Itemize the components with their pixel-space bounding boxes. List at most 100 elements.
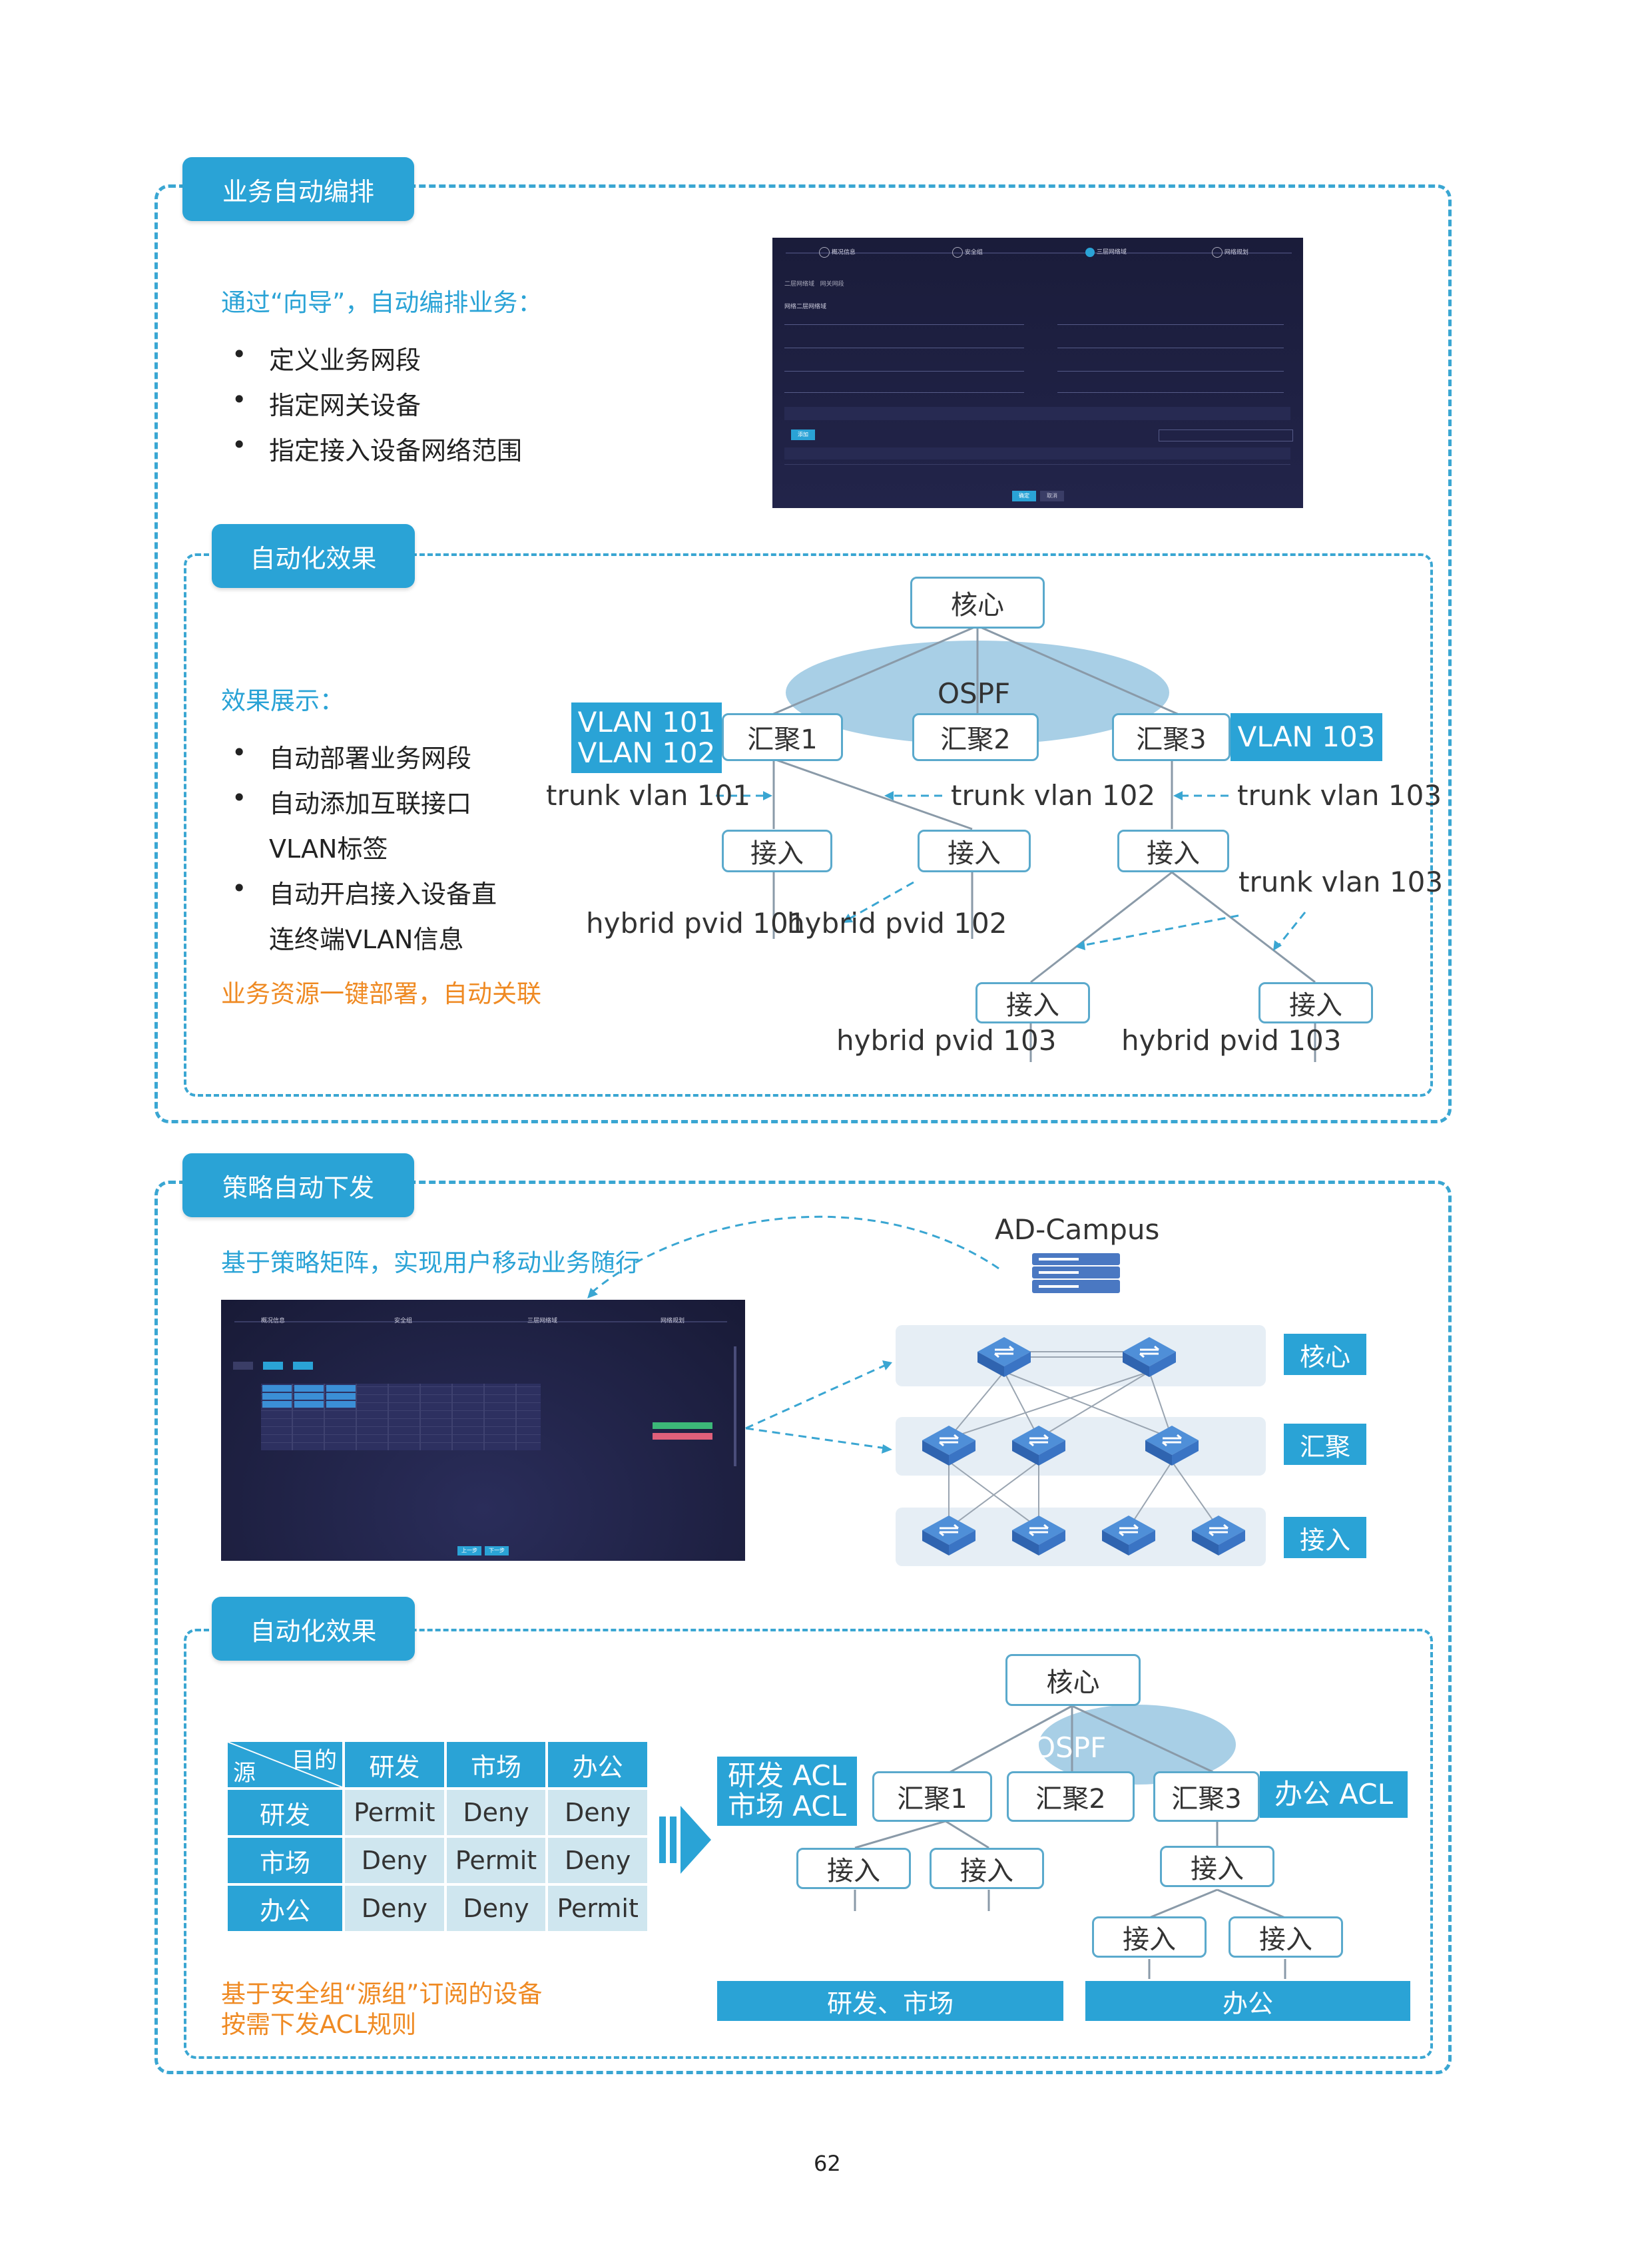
access-node-2d: 接入 xyxy=(1092,1916,1207,1958)
section2-frame xyxy=(154,1181,1452,2074)
step-4: 网络规划 xyxy=(1212,247,1248,258)
hybrid-101: hybrid pvid 101 xyxy=(586,907,806,940)
section2-intro: 基于策略矩阵，实现用户移动业务随行 xyxy=(221,1249,640,1277)
col-header: 办公 xyxy=(545,1739,650,1790)
acl-left-box: 研发 ACL 市场 ACL xyxy=(717,1757,857,1826)
note-line-1: 基于安全组“源组”订阅的设备 xyxy=(221,1980,543,2008)
screen-tab[interactable]: 二层网络域 网关网段 xyxy=(784,281,844,288)
policy-screenshot: 概况信息 安全组 三层网络域 网络规划 上一步 下一步 xyxy=(221,1300,745,1561)
access-node-4: 接入 xyxy=(975,982,1090,1023)
access-node-5: 接入 xyxy=(1258,982,1373,1023)
access-node-2a: 接入 xyxy=(796,1848,911,1889)
trunk-103: trunk vlan 103 xyxy=(1237,779,1442,812)
matrix-cell: Deny xyxy=(443,1787,549,1838)
vlan-103-box: VLAN 103 xyxy=(1231,713,1382,761)
wizard-screenshot: 概况信息 安全组 三层网络域 网络规划 二层网络域 网关网段 网络二层网络域 添… xyxy=(772,238,1303,508)
matrix-cell: Permit xyxy=(443,1835,549,1886)
acl-right-box: 办公 ACL xyxy=(1260,1771,1408,1818)
form-title: 网络二层网络域 xyxy=(784,304,827,310)
confirm-button[interactable]: 确定 xyxy=(1012,491,1036,501)
trunk-103b: trunk vlan 103 xyxy=(1239,866,1444,898)
layer-access-label: 接入 xyxy=(1284,1517,1366,1558)
col-header: 研发 xyxy=(342,1739,447,1790)
next-button[interactable]: 下一步 xyxy=(485,1546,509,1555)
group-office: 办公 xyxy=(1085,1981,1410,2021)
bullet-3: 指定接入设备网络范围 xyxy=(232,430,522,467)
effect-bullet-2: 自动添加互联接口 xyxy=(232,783,471,820)
section1-tab: 业务自动编排 xyxy=(182,157,414,221)
trunk-102: trunk vlan 102 xyxy=(951,779,1156,812)
agg1-node-2: 汇聚1 xyxy=(872,1771,992,1822)
controller-label: AD-Campus xyxy=(995,1213,1160,1246)
group-rd-market: 研发、市场 xyxy=(717,1981,1063,2021)
access-node-2e: 接入 xyxy=(1229,1916,1343,1958)
core-node-2: 核心 xyxy=(1005,1654,1141,1706)
add-button[interactable]: 添加 xyxy=(791,429,815,440)
step-a: 概况信息 xyxy=(261,1318,286,1324)
effect-bullet-1: 自动部署业务网段 xyxy=(232,738,471,774)
effect2-frame xyxy=(184,1629,1433,2059)
matrix-cell: Deny xyxy=(545,1787,650,1838)
vlan-left-box: VLAN 101 VLAN 102 xyxy=(571,702,722,773)
row-header: 办公 xyxy=(225,1883,345,1934)
matrix-corner: 目的 源 xyxy=(225,1739,345,1790)
agg2-node-2: 汇聚2 xyxy=(1007,1771,1135,1822)
row-header: 市场 xyxy=(225,1835,345,1886)
hybrid-103b: hybrid pvid 103 xyxy=(1121,1024,1342,1057)
corner-src: 源 xyxy=(233,1760,256,1787)
col-header: 市场 xyxy=(443,1739,549,1790)
policy-matrix: 目的 源 研发 市场 办公 研发 Permit Deny Deny 市场 Den… xyxy=(225,1739,650,1934)
agg2-node: 汇聚2 xyxy=(912,713,1039,761)
row-header: 研发 xyxy=(225,1787,345,1838)
effect2-tab: 自动化效果 xyxy=(212,1597,415,1661)
matrix-cell: Deny xyxy=(443,1883,549,1934)
access-node-2b: 接入 xyxy=(930,1848,1044,1889)
bullet-2: 指定网关设备 xyxy=(232,385,421,421)
effect1-intro: 效果展示： xyxy=(221,687,344,715)
effect1-tagline: 业务资源一键部署，自动关联 xyxy=(221,980,541,1008)
acl-market: 市场 ACL xyxy=(727,1790,847,1822)
hybrid-103a: hybrid pvid 103 xyxy=(836,1024,1057,1057)
section1-frame xyxy=(154,184,1452,1123)
access-node-2: 接入 xyxy=(918,830,1031,872)
effect-bullet-3: 自动开启接入设备直 xyxy=(232,874,497,910)
acl-rd: 研发 ACL xyxy=(727,1759,847,1792)
page-number: 62 xyxy=(814,2151,841,2176)
section1-intro: 通过“向导”，自动编排业务： xyxy=(221,288,543,317)
step-d: 网络规划 xyxy=(661,1318,685,1324)
core-node: 核心 xyxy=(910,577,1045,629)
matrix-cell: Deny xyxy=(545,1835,650,1886)
layer-agg-label: 汇聚 xyxy=(1284,1424,1366,1465)
step-2: 安全组 xyxy=(952,247,983,258)
access-node-3: 接入 xyxy=(1117,830,1229,872)
agg3-node: 汇聚3 xyxy=(1112,713,1231,761)
effect1-frame xyxy=(184,553,1433,1097)
cancel-button[interactable]: 取消 xyxy=(1040,491,1064,501)
step-b: 安全组 xyxy=(394,1318,413,1324)
prev-button[interactable]: 上一步 xyxy=(457,1546,481,1555)
matrix-row: 研发 Permit Deny Deny xyxy=(225,1787,650,1838)
section2-tab: 策略自动下发 xyxy=(182,1153,414,1217)
matrix-cell: Deny xyxy=(342,1883,447,1934)
step-3: 三层网络域 xyxy=(1085,247,1127,257)
vlan-101: VLAN 101 xyxy=(577,706,716,738)
note-line-2: 按需下发ACL规则 xyxy=(221,2010,417,2039)
corner-dest: 目的 xyxy=(292,1747,337,1774)
trunk-101: trunk vlan 101 xyxy=(546,779,751,812)
matrix-cell: Permit xyxy=(545,1883,650,1934)
bullet-1: 定义业务网段 xyxy=(232,340,421,376)
step-c: 三层网络域 xyxy=(527,1318,558,1324)
matrix-row: 市场 Deny Permit Deny xyxy=(225,1835,650,1886)
ospf-label-2: OSPF xyxy=(1033,1731,1107,1764)
agg3-node-2: 汇聚3 xyxy=(1153,1771,1260,1822)
vlan-102: VLAN 102 xyxy=(577,736,716,769)
hybrid-102: hybrid pvid 102 xyxy=(787,907,1007,940)
effect-bullet-3-cont: 连终端VLAN信息 xyxy=(269,925,464,954)
matrix-cell: Deny xyxy=(342,1835,447,1886)
